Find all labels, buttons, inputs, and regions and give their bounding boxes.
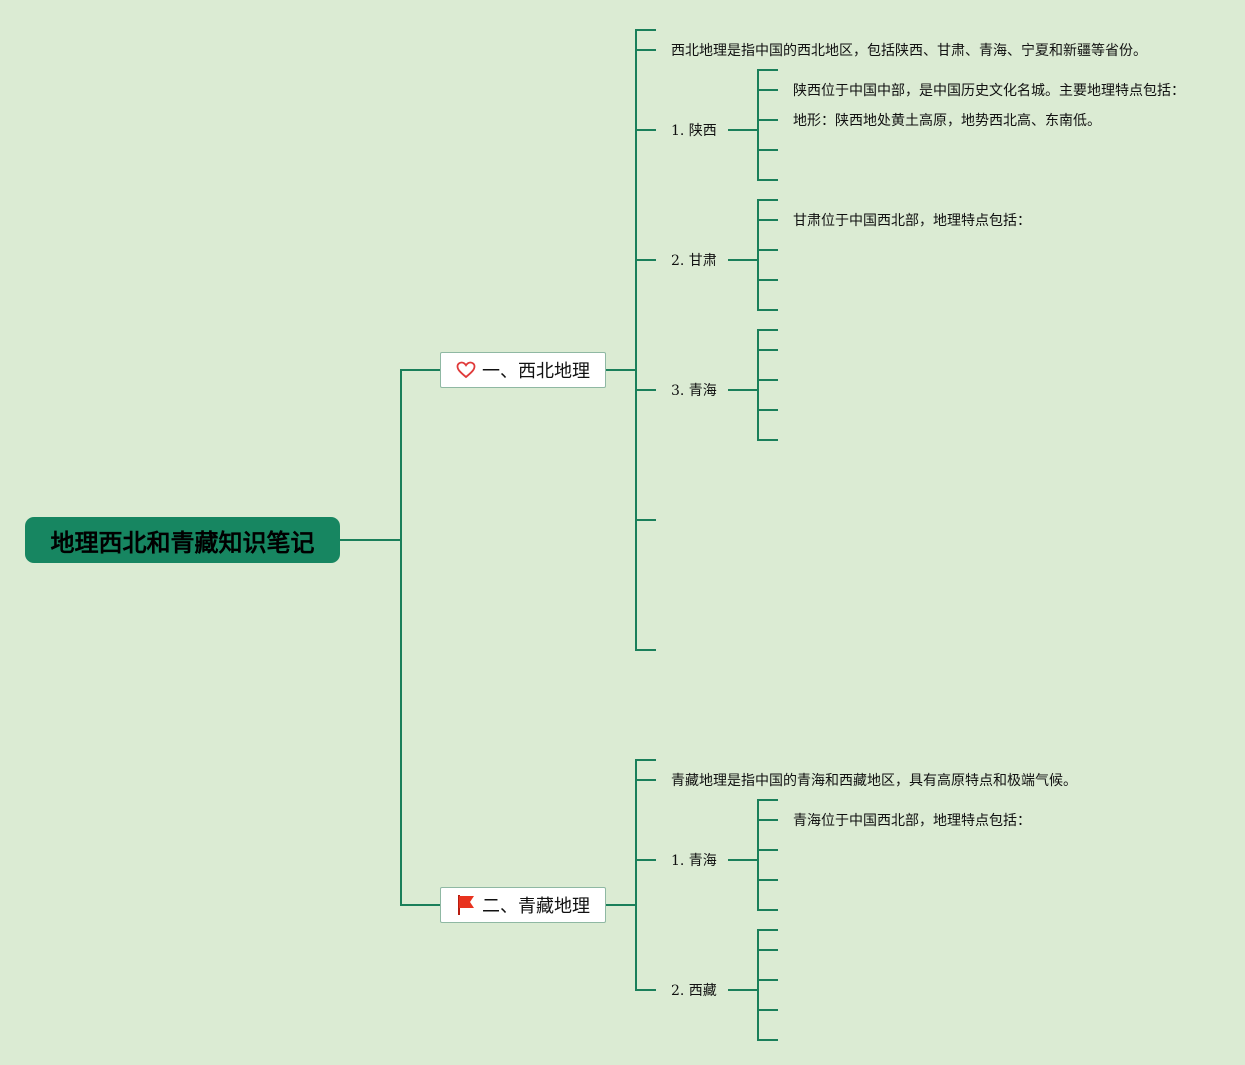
red-flag-icon xyxy=(456,894,476,916)
northwest-intro[interactable]: 西北地理是指中国的西北地区，包括陕西、甘肃、青海、宁夏和新疆等省份。 xyxy=(671,43,1147,59)
topic-qinghai[interactable]: 1. 青海 xyxy=(671,853,717,869)
topic-tibet[interactable]: 2. 西藏 xyxy=(671,983,717,999)
root-node[interactable]: 地理西北和青藏知识笔记 xyxy=(25,517,340,563)
branch-northwest[interactable]: 一、西北地理 xyxy=(440,352,606,388)
shaanxi-note-1[interactable]: 陕西位于中国中部，是中国历史文化名城。主要地理特点包括： xyxy=(793,83,1185,99)
topic-shaanxi[interactable]: 1. 陕西 xyxy=(671,123,717,139)
topic-qinghai-nw[interactable]: 3. 青海 xyxy=(671,383,717,399)
heart-icon xyxy=(456,361,476,379)
branch-qinghai-tibet[interactable]: 二、青藏地理 xyxy=(440,887,606,923)
root-title: 地理西北和青藏知识笔记 xyxy=(50,527,315,557)
branch-qinghai-tibet-label: 二、青藏地理 xyxy=(482,896,590,917)
branch-northwest-label: 一、西北地理 xyxy=(482,361,590,382)
shaanxi-note-2[interactable]: 地形：陕西地处黄土高原，地势西北高、东南低。 xyxy=(793,113,1101,129)
topic-gansu[interactable]: 2. 甘肃 xyxy=(671,253,717,269)
gansu-note-1[interactable]: 甘肃位于中国西北部，地理特点包括： xyxy=(793,213,1031,229)
qinghai-tibet-intro[interactable]: 青藏地理是指中国的青海和西藏地区，具有高原特点和极端气候。 xyxy=(671,773,1077,789)
qinghai-note-1[interactable]: 青海位于中国西北部，地理特点包括： xyxy=(793,813,1031,829)
